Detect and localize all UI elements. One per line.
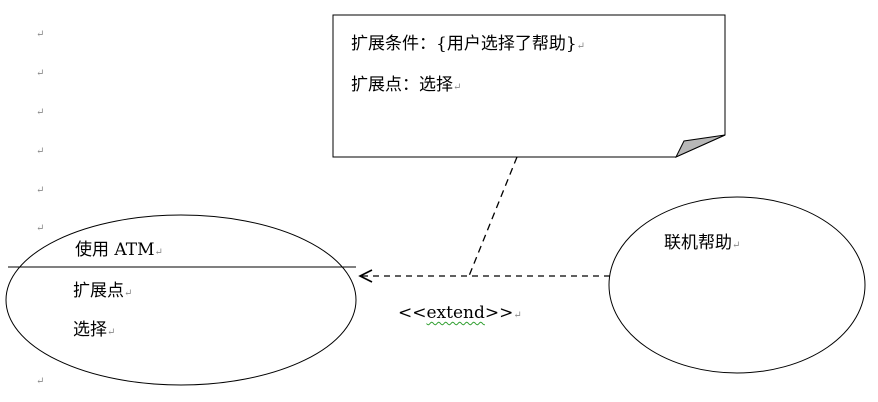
note-point-line: 扩展点：选择↵	[351, 77, 461, 94]
paragraph-mark: ↵	[107, 327, 116, 338]
extend-stereotype-label: <<extend>>↵	[398, 305, 522, 322]
use-case-help-ellipse	[608, 196, 866, 374]
use-case-atm-title: 使用 ATM	[75, 240, 155, 260]
paragraph-mark: ↵	[36, 376, 45, 387]
use-case-atm-extension-point-heading: 扩展点	[73, 281, 124, 301]
paragraph-mark: ↵	[732, 240, 741, 251]
note-condition-line: 扩展条件：{用户选择了帮助}↵	[351, 36, 585, 53]
paragraph-mark: ↵	[124, 288, 133, 299]
paragraph-mark: ↵	[154, 247, 163, 258]
stereotype-open: <<	[398, 303, 427, 323]
paragraph-mark: ↵	[453, 82, 462, 93]
use-case-atm-ext-heading-line: 扩展点↵	[73, 283, 132, 300]
use-case-atm-ext-point-line: 选择↵	[73, 322, 115, 339]
paragraph-mark: ↵	[36, 146, 45, 157]
note-anchor-dashed-line	[468, 156, 518, 277]
note-extension-point: 扩展点：选择	[351, 75, 453, 95]
note-folded-corner	[674, 134, 726, 159]
paragraph-mark: ↵	[36, 185, 45, 196]
paragraph-mark: ↵	[36, 223, 45, 234]
use-case-help-title: 联机帮助	[664, 233, 732, 253]
stereotype-close: >>	[484, 303, 514, 323]
use-case-atm-ellipse	[5, 214, 357, 386]
stereotype-keyword: extend	[426, 303, 485, 323]
paragraph-mark: ↵	[513, 310, 522, 321]
paragraph-mark: ↵	[36, 68, 45, 79]
use-case-atm-extension-point: 选择	[73, 320, 107, 340]
note-extension-condition: 扩展条件：{用户选择了帮助}	[351, 34, 577, 54]
extend-arrowhead	[358, 269, 373, 283]
paragraph-mark: ↵	[36, 29, 45, 40]
paragraph-mark: ↵	[576, 41, 586, 52]
use-case-help-title-line: 联机帮助↵	[664, 235, 740, 252]
paragraph-mark: ↵	[36, 107, 45, 118]
use-case-atm-title-line: 使用 ATM↵	[75, 242, 163, 259]
